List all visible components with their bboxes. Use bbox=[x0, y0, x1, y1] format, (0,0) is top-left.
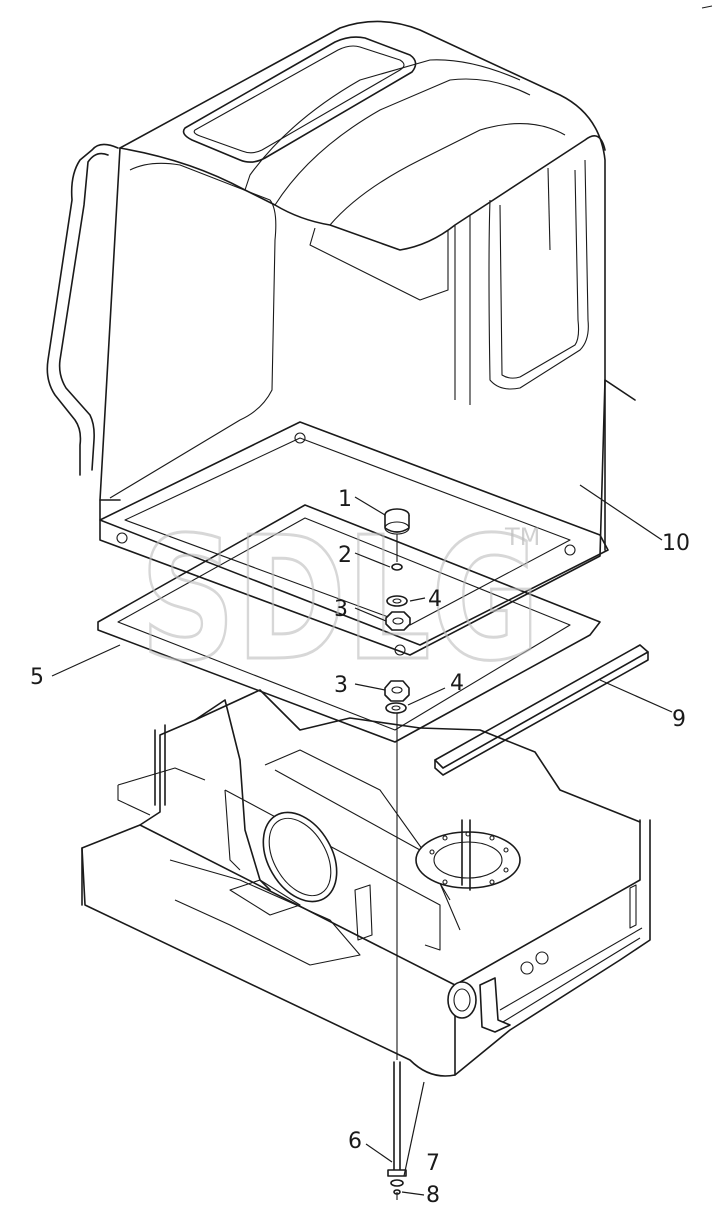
gasket-frame bbox=[97, 504, 601, 743]
leader-lines bbox=[51, 484, 673, 1196]
callout-4-lower: 4 bbox=[450, 671, 464, 696]
callout-5: 5 bbox=[30, 665, 44, 690]
callout-3-lower: 3 bbox=[334, 673, 348, 698]
callout-4-upper: 4 bbox=[428, 587, 442, 612]
callout-1: 1 bbox=[338, 487, 352, 512]
callout-7: 7 bbox=[426, 1151, 440, 1176]
bolt-assembly bbox=[387, 1061, 407, 1200]
watermark-tm: TM bbox=[504, 523, 540, 551]
rubber-strip bbox=[434, 644, 649, 776]
watermark-text: SDLG bbox=[140, 501, 540, 699]
callout-8: 8 bbox=[426, 1183, 440, 1208]
callout-10: 10 bbox=[662, 531, 690, 556]
cab bbox=[46, 20, 636, 656]
mount-hardware bbox=[384, 508, 411, 1060]
callout-3-upper: 3 bbox=[334, 597, 348, 622]
callout-2: 2 bbox=[338, 543, 352, 568]
callout-6: 6 bbox=[348, 1129, 362, 1154]
platform-frame bbox=[81, 689, 651, 1077]
callout-9: 9 bbox=[672, 707, 686, 732]
watermark: SDLG TM bbox=[139, 500, 542, 701]
corner-mark bbox=[701, 5, 713, 9]
callouts: 1 2 3 4 3 4 5 6 7 8 9 10 bbox=[30, 487, 690, 1208]
